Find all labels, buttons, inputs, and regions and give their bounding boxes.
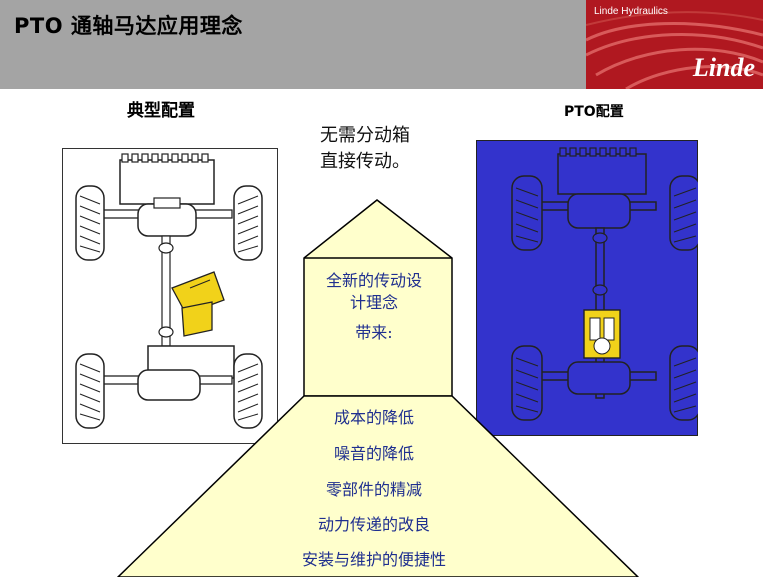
front-right-wheel xyxy=(233,185,263,261)
intro-line-1: 无需分动箱 xyxy=(320,125,410,146)
benefit-item: 安装与维护的便捷性 xyxy=(301,550,446,569)
typical-config-diagram xyxy=(62,148,278,444)
concept-line-2: 计理念 xyxy=(349,293,398,312)
logo-wordmark: Linde xyxy=(692,53,755,82)
concept-text: 全新的传动设 计理念 带来: xyxy=(306,270,442,344)
concept-line-1: 全新的传动设 xyxy=(325,271,422,290)
right-panel-label: PTO配置 xyxy=(564,104,624,120)
linde-logo: Linde Hydraulics Linde xyxy=(586,0,763,89)
concept-line-3: 带来: xyxy=(355,323,393,342)
benefit-item: 噪音的降低 xyxy=(333,444,414,463)
header-bar: PTO 通轴马达应用理念 Linde Hydraulics Linde xyxy=(0,0,763,89)
left-panel-label: 典型配置 xyxy=(127,101,195,121)
rear-left-wheel xyxy=(75,353,105,429)
intro-line-2: 直接传动。 xyxy=(320,151,410,172)
benefit-item: 成本的降低 xyxy=(333,408,414,427)
rear-right-wheel xyxy=(233,353,263,429)
page-title: PTO 通轴马达应用理念 xyxy=(14,14,243,38)
logo-swoosh-graphic xyxy=(586,0,763,89)
front-left-wheel xyxy=(75,185,105,261)
hydraulic-motor xyxy=(171,271,225,337)
pto-config-diagram xyxy=(476,140,698,436)
pto-motor xyxy=(583,309,621,359)
intro-text: 无需分动箱 直接传动。 xyxy=(320,123,410,175)
benefit-item: 动力传递的改良 xyxy=(317,515,430,534)
benefit-item: 零部件的精减 xyxy=(325,480,422,499)
engine-block xyxy=(119,159,215,205)
logo-caption: Linde Hydraulics xyxy=(594,6,668,17)
